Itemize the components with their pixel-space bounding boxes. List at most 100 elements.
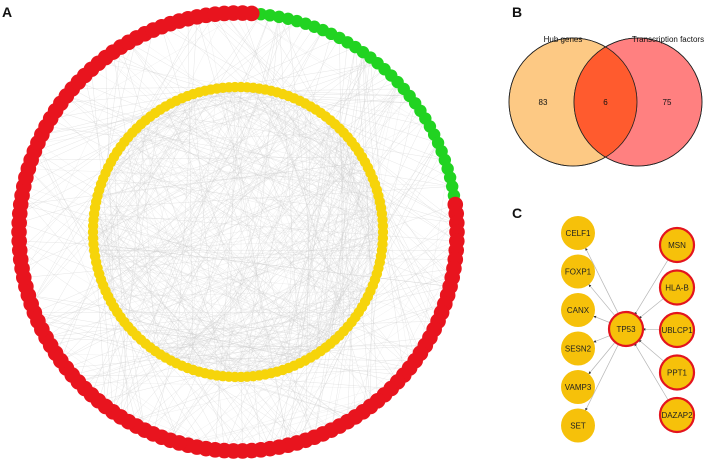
network-edge bbox=[110, 161, 451, 287]
network-edge bbox=[170, 184, 376, 361]
node-circle bbox=[607, 310, 645, 348]
network-edge bbox=[97, 103, 171, 197]
network-edge bbox=[72, 88, 382, 257]
network-edge bbox=[60, 321, 125, 361]
network-edge bbox=[94, 213, 266, 375]
outer-node-ring bbox=[11, 5, 465, 459]
regulatory-nodes: CELF1FOXP1CANXSESN2VAMP3SETMSNHLA-BUBLCP… bbox=[561, 216, 696, 443]
network-edge bbox=[259, 88, 363, 158]
network-edge bbox=[198, 92, 366, 163]
network-edge bbox=[97, 92, 278, 197]
node-circle bbox=[658, 396, 696, 434]
network-edge bbox=[136, 96, 188, 336]
network-edge bbox=[100, 14, 262, 280]
network-edge bbox=[233, 82, 398, 452]
regulatory-edge bbox=[588, 341, 616, 375]
network-edge bbox=[325, 120, 331, 348]
network-edge bbox=[155, 156, 363, 352]
network-edge bbox=[96, 109, 316, 202]
network-edge bbox=[315, 81, 398, 110]
network-edge bbox=[222, 87, 382, 208]
network-edge bbox=[204, 90, 383, 245]
network-edge bbox=[382, 134, 435, 233]
network-edge bbox=[210, 89, 457, 242]
network-edge bbox=[46, 237, 383, 338]
network-edge bbox=[210, 201, 380, 375]
network-edge bbox=[228, 87, 363, 308]
network-edge bbox=[242, 12, 435, 135]
network-edge bbox=[343, 47, 356, 133]
gene-node bbox=[243, 5, 260, 22]
network-edge bbox=[94, 141, 352, 251]
network-edge bbox=[282, 279, 376, 371]
network-edge bbox=[96, 262, 205, 374]
network-edge bbox=[294, 98, 416, 104]
network-edge bbox=[101, 172, 371, 185]
network-edge bbox=[187, 16, 280, 368]
network-edge bbox=[34, 151, 336, 340]
network-edge bbox=[339, 128, 356, 417]
network-edge bbox=[265, 290, 371, 375]
network-edge bbox=[103, 285, 348, 327]
network-edge bbox=[124, 141, 382, 257]
network-edge bbox=[113, 237, 383, 308]
network-edge bbox=[108, 90, 272, 297]
network-edge bbox=[66, 95, 377, 191]
network-edge bbox=[31, 87, 223, 305]
node-celf1: CELF1 bbox=[561, 216, 595, 250]
network-edge bbox=[165, 244, 383, 358]
network-edge bbox=[160, 109, 352, 323]
network-edge bbox=[105, 57, 161, 110]
network-edge bbox=[305, 103, 311, 358]
network-edge bbox=[92, 231, 348, 422]
network-edge bbox=[193, 57, 371, 370]
network-edge bbox=[110, 301, 266, 375]
network-edge bbox=[181, 98, 348, 327]
network-edge bbox=[55, 13, 225, 354]
network-edge bbox=[216, 109, 316, 376]
network-edge bbox=[19, 240, 94, 245]
network-edge bbox=[240, 201, 380, 378]
network-edge bbox=[132, 132, 453, 187]
node-label: FOXP1 bbox=[565, 268, 592, 277]
regulatory-edge bbox=[588, 284, 616, 317]
network-edge bbox=[170, 103, 383, 239]
network-edge bbox=[92, 20, 298, 239]
network-edge bbox=[276, 63, 378, 372]
node-msn: MSN bbox=[658, 226, 696, 264]
network-edge bbox=[325, 116, 380, 202]
network-edge bbox=[78, 241, 457, 383]
network-edge bbox=[99, 124, 142, 274]
network-edge bbox=[155, 321, 352, 352]
network-edge bbox=[355, 195, 379, 318]
network-edge bbox=[242, 12, 430, 127]
network-edge bbox=[224, 13, 384, 233]
network-edge bbox=[305, 82, 398, 361]
network-edge bbox=[120, 120, 146, 417]
network-edge bbox=[193, 321, 352, 371]
network-edge bbox=[128, 353, 421, 422]
network-edge bbox=[110, 162, 326, 348]
network-edge bbox=[93, 219, 271, 449]
network-edge bbox=[165, 106, 373, 286]
network-edge bbox=[105, 172, 300, 364]
network-edge bbox=[233, 295, 448, 452]
network-edge bbox=[41, 156, 363, 330]
network-edge bbox=[276, 52, 364, 372]
regulatory-edge bbox=[634, 259, 669, 315]
network-edge bbox=[93, 243, 451, 287]
network-edge bbox=[117, 151, 321, 352]
network-edge bbox=[199, 92, 410, 97]
regulatory-edge bbox=[638, 339, 665, 362]
network-edge bbox=[331, 88, 404, 431]
panel-c: C CELF1FOXP1CANXSESN2VAMP3SETMSNHLA-BUBL… bbox=[512, 205, 696, 443]
network-edge bbox=[21, 124, 336, 269]
network-edge bbox=[381, 250, 431, 338]
node-label: MSN bbox=[668, 241, 686, 250]
network-edge bbox=[253, 137, 348, 377]
network-edge bbox=[113, 63, 378, 158]
network-edge bbox=[23, 243, 383, 278]
network-edge bbox=[21, 195, 278, 372]
network-edge bbox=[181, 312, 359, 366]
